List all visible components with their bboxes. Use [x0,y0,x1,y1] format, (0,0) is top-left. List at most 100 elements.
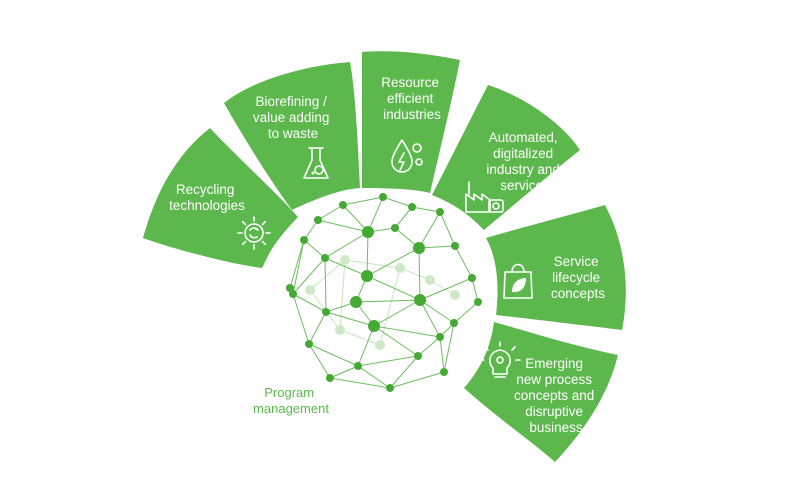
network-edge [454,245,473,279]
network-node-back [335,325,345,335]
network-edge [439,336,445,373]
network-node [474,298,482,306]
network-node [379,193,387,201]
network-node [286,284,294,292]
segment-recycling[interactable]: Recycling technologies [143,128,298,268]
lightbulb-gear-icon [479,341,521,378]
segment-emerging[interactable]: Emerging new process concepts and disrup… [464,322,618,462]
network-edge [373,299,421,327]
network-node [354,362,362,370]
network-edge [292,293,327,313]
network-edge [292,293,310,345]
network-edge [308,343,359,367]
network-edge [373,325,419,357]
segment-resource[interactable]: Resource efficient industries [362,51,460,193]
network-edge [471,277,479,303]
network-edge [324,257,327,313]
network-edge [308,311,327,345]
network-node [468,274,476,282]
factory-gear-icon [465,181,504,213]
segment-service-label: Service lifecycle concepts [551,254,605,301]
network-node-back [340,255,350,265]
network-node [321,254,329,262]
network-node-back [395,263,405,273]
network-edge [366,275,421,301]
network-edge [382,196,413,208]
network-edge [389,355,419,389]
network-edge [324,257,368,277]
network-node-back [305,285,315,295]
network-edge [367,196,384,233]
network-node-back [450,290,460,300]
network-edge-back [339,329,381,346]
network-edge [418,247,421,301]
segment-biorefining[interactable]: Biorefining / value adding to waste [224,62,360,210]
network-edge [342,204,369,233]
network-edge [419,299,441,338]
network-edge [303,239,326,259]
network-edge [292,257,326,295]
network-edge-back [309,259,346,291]
network-edge [289,239,305,289]
segment-automated-label: Automated, digitalized industry and serv… [486,130,563,193]
network-node [350,296,362,308]
network-node [450,319,458,327]
segment-service[interactable]: Service lifecycle concepts [486,205,626,330]
network-edge [317,219,369,233]
network-node [314,216,322,224]
network-edge [411,206,441,213]
sun-recycle-icon [237,216,271,250]
network-edge [317,204,344,221]
network-node [361,270,373,282]
network-edge [325,311,375,327]
network-node [436,333,444,341]
segment-automated[interactable]: Automated, digitalized industry and serv… [432,85,580,230]
network-edge [453,301,479,324]
network-edge [308,343,331,379]
network-node [436,208,444,216]
network-node [305,340,313,348]
network-edge [418,245,456,249]
network-edge [418,211,441,249]
network-node [339,201,347,209]
network-edge-back [344,259,401,269]
network-node [300,236,308,244]
network-edge [357,355,419,367]
program-management-label: Program management [253,385,329,416]
network-edge [389,371,445,389]
network-node-back [375,340,385,350]
network-edge [443,322,455,373]
network-node [408,203,416,211]
network-edge [292,239,305,295]
network-edge [357,365,391,389]
segment-recycling-label: Recycling technologies [169,182,245,213]
segment-emerging-label: Emerging new process concepts and disrup… [514,356,598,435]
network-edge [329,377,391,389]
segment-biorefining-label: Biorefining / value adding to waste [253,94,333,141]
network-edge [357,325,375,367]
network-edge [355,299,421,303]
network-node [326,374,334,382]
network-node [414,352,422,360]
network-node [440,368,448,376]
network-node [391,224,399,232]
segment-resource-label: Resource efficient industries [381,75,443,122]
network-node [368,320,380,332]
network-edge [366,231,369,277]
network-edge [366,247,420,277]
leaf-bag-icon [503,263,533,299]
network-edge [419,277,473,301]
network-node [413,242,425,254]
network-node [322,308,330,316]
network-edge [417,336,441,357]
energy-drop-gears-icon [391,139,423,173]
network-edge-back [339,259,346,331]
geodesic-network-sphere [286,193,482,392]
network-node [386,384,394,392]
network-node [289,290,297,298]
network-edge [329,365,359,379]
network-edge [373,325,441,338]
network-edge [324,231,369,259]
flask-gear-icon [303,147,329,179]
